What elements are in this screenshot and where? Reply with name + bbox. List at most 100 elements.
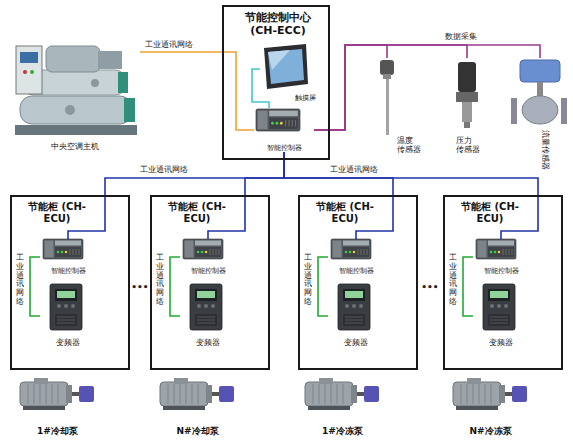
network-line bbox=[318, 257, 328, 316]
node-label: 1#冷却泵 bbox=[37, 426, 78, 437]
chiller-illustration bbox=[91, 79, 99, 87]
pump-motor: 1#冷却泵 bbox=[15, 375, 100, 437]
network-line bbox=[140, 52, 254, 130]
chiller-illustration bbox=[118, 72, 128, 93]
network-line bbox=[314, 45, 387, 130]
temperature-sensor-illustration bbox=[380, 60, 394, 75]
temperature-sensor-illustration bbox=[380, 60, 394, 135]
flow-sensor-illustration bbox=[511, 98, 517, 124]
node-label: 节能控制中心 (CH-ECC) bbox=[236, 11, 320, 37]
network-label: 工业通讯网络 bbox=[16, 254, 24, 307]
cabinet-controller-icons bbox=[476, 239, 516, 259]
flow-sensor-illustration bbox=[537, 82, 543, 96]
inverter-icons bbox=[338, 284, 370, 330]
pump-motor: N#冷却泵 bbox=[155, 375, 240, 437]
smart-controller: 智能控制器 bbox=[40, 239, 96, 275]
pump-motor-icons bbox=[20, 378, 527, 410]
node-label: N#冷冻泵 bbox=[469, 426, 511, 437]
smart-controller: 智能控制器 bbox=[180, 239, 236, 275]
network-line bbox=[463, 257, 473, 316]
pressure-sensor-illustration bbox=[464, 122, 470, 128]
temperature-sensor-illustration bbox=[383, 74, 391, 79]
cabinet-controller-icons bbox=[43, 239, 516, 259]
node-label: 变频器 bbox=[344, 338, 368, 348]
node-label: 温度 传感器 bbox=[397, 136, 422, 155]
chiller-unit: 中央空调主机 bbox=[10, 40, 140, 152]
pump-motor-icons bbox=[160, 378, 234, 410]
control-center-box: 节能控制中心 (CH-ECC) 触摸屏智能控制器 bbox=[222, 5, 330, 160]
pressure-sensor-illustration bbox=[458, 62, 476, 92]
node-label: N#冷却泵 bbox=[176, 426, 218, 437]
network-line bbox=[252, 69, 269, 108]
chiller-illustration bbox=[30, 70, 34, 74]
ellipsis-mark: ••• bbox=[131, 282, 148, 292]
pressure-sensor-illustration bbox=[456, 92, 478, 102]
network-label: 工业通讯网络 bbox=[330, 165, 378, 174]
node-label: 智能控制器 bbox=[191, 267, 226, 275]
touch-screen-illustration bbox=[264, 44, 308, 89]
node-label: 智能控制器 bbox=[484, 267, 519, 275]
chiller-illustration bbox=[23, 70, 27, 74]
inverter-icons bbox=[483, 284, 515, 330]
temperature-sensor: 温度 传感器 bbox=[372, 58, 422, 155]
pump-motor-icons bbox=[305, 378, 379, 410]
touch-screen-illustration bbox=[268, 50, 290, 70]
controller-illustration bbox=[256, 109, 300, 131]
node-label: 智能控制器 bbox=[267, 144, 302, 152]
node-label: 变频器 bbox=[489, 338, 513, 348]
flow-sensor-illustration bbox=[522, 96, 558, 124]
cabinet-controller-icons bbox=[183, 239, 223, 259]
inverter-icons bbox=[50, 284, 82, 330]
node-label: 变频器 bbox=[56, 338, 80, 348]
smart-controller: 智能控制器 bbox=[473, 239, 529, 275]
chiller-illustration bbox=[98, 51, 122, 69]
smart-controller: 智能控制器 bbox=[254, 108, 314, 152]
energy-cabinet: 节能柜 (CH-ECU) 智能控制器变频器 bbox=[443, 195, 563, 370]
chiller-illustration bbox=[16, 46, 42, 94]
node-label: 压力 传感器 bbox=[456, 136, 481, 155]
inverter-icons bbox=[50, 284, 515, 330]
node-label: 流量传感器 bbox=[540, 130, 550, 170]
touch-screen-illustration bbox=[264, 44, 308, 89]
energy-cabinet: 节能柜 (CH-ECU) 智能控制器变频器 bbox=[298, 195, 418, 370]
cabinet-controller-icons bbox=[331, 239, 371, 259]
frequency-inverter: 变频器 bbox=[473, 284, 529, 348]
touch-screen-illustration bbox=[268, 49, 304, 84]
network-label: 工业通讯网络 bbox=[449, 254, 457, 307]
frequency-inverter: 变频器 bbox=[40, 284, 96, 348]
chiller-illustration bbox=[65, 105, 75, 115]
touch-screen: 触摸屏 bbox=[260, 44, 316, 102]
frequency-inverter: 变频器 bbox=[328, 284, 384, 348]
network-label: 数据采集 bbox=[445, 32, 477, 41]
pump-motor-icons bbox=[20, 378, 94, 410]
pump-motor: 1#冷冻泵 bbox=[300, 375, 385, 437]
smart-controller: 智能控制器 bbox=[328, 239, 384, 275]
network-line bbox=[314, 45, 540, 130]
node-label: 节能柜 (CH-ECU) bbox=[457, 201, 523, 225]
flow-sensor-illustration bbox=[520, 60, 560, 82]
energy-cabinet: 节能柜 (CH-ECU) 智能控制器变频器 bbox=[150, 195, 270, 370]
inverter-icons bbox=[190, 284, 222, 330]
network-label: 工业通讯网络 bbox=[156, 254, 164, 307]
node-label: 智能控制器 bbox=[339, 267, 374, 275]
chiller-illustration bbox=[15, 125, 137, 135]
pressure-sensor-illustration bbox=[456, 62, 478, 128]
controller-illustration bbox=[256, 109, 300, 131]
chiller-illustration bbox=[20, 52, 38, 63]
node-label: 节能柜 (CH-ECU) bbox=[312, 201, 378, 225]
chiller-illustration bbox=[15, 46, 137, 135]
network-line bbox=[170, 257, 180, 316]
temperature-sensor-illustration bbox=[386, 79, 389, 135]
flow-sensor-illustration bbox=[511, 60, 567, 124]
node-label: 变频器 bbox=[196, 338, 220, 348]
node-label: 节能柜 (CH-ECU) bbox=[164, 201, 230, 225]
network-label: 工业通讯网络 bbox=[304, 254, 312, 307]
chiller-illustration bbox=[20, 96, 132, 124]
node-label: 中央空调主机 bbox=[51, 142, 99, 152]
flow-sensor-illustration bbox=[561, 98, 567, 124]
node-label: 触摸屏 bbox=[295, 94, 316, 102]
pressure-sensor: 压力 传感器 bbox=[446, 58, 490, 155]
ellipsis-mark: ••• bbox=[421, 282, 438, 292]
frequency-inverter: 变频器 bbox=[180, 284, 236, 348]
pressure-sensor-illustration bbox=[462, 102, 472, 122]
